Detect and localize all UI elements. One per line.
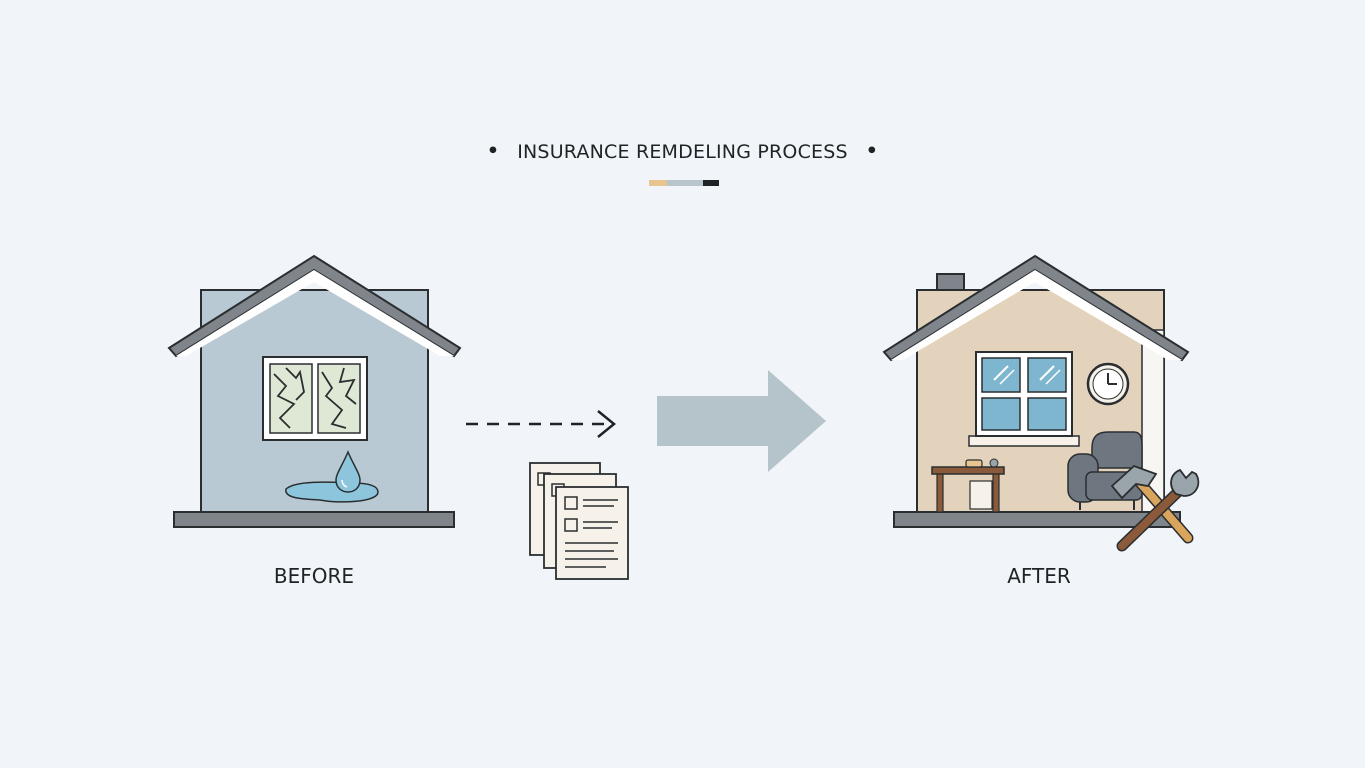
title-accent-bar	[649, 180, 719, 186]
title-bullet-left: •	[486, 140, 500, 162]
after-label: AFTER	[1007, 564, 1071, 588]
water-leak-icon	[285, 450, 379, 503]
before-foundation	[173, 511, 455, 528]
insurance-documents-icon	[529, 462, 629, 580]
hammer-wrench-icon	[1110, 464, 1200, 552]
accent-segment	[667, 180, 703, 186]
before-label: BEFORE	[273, 564, 355, 588]
renovated-house-icon	[882, 254, 1200, 552]
title-bullet-right: •	[865, 140, 879, 162]
after-foundation	[893, 511, 1181, 528]
process-arrow-icon	[657, 370, 826, 472]
title-text: INSURANCE REMDELING PROCESS	[517, 141, 848, 163]
damaged-house-icon	[167, 254, 462, 528]
accent-segment	[649, 180, 667, 186]
broken-window-icon	[262, 356, 368, 441]
dashed-arrow-icon	[466, 410, 616, 438]
desk-icon	[931, 458, 1005, 513]
accent-segment	[703, 180, 719, 186]
diagram-title: • INSURANCE REMDELING PROCESS •	[0, 140, 1365, 163]
new-window-icon	[968, 351, 1080, 447]
clock-icon	[1086, 362, 1130, 406]
